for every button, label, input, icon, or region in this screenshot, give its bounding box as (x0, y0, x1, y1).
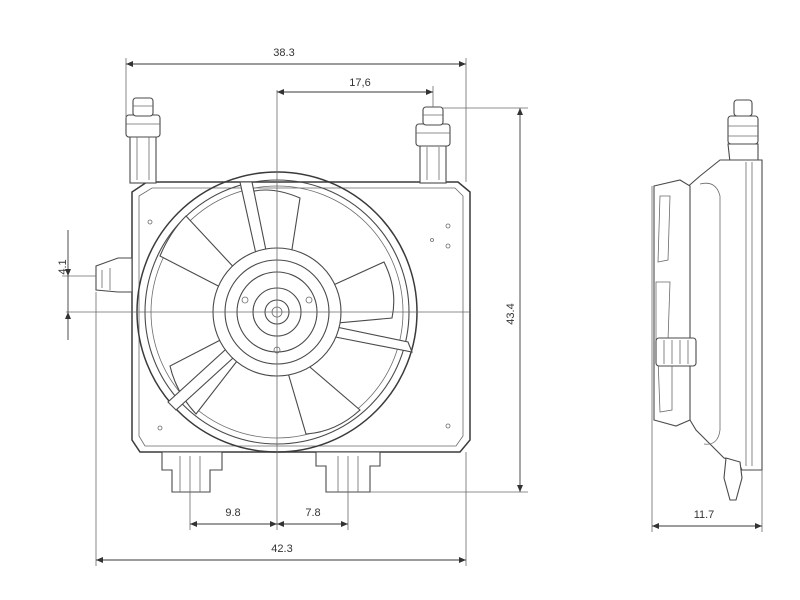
bottom-right-connector (315, 451, 381, 493)
dim-label-9-8: 9.8 (225, 507, 240, 519)
dim-label-42-3: 42.3 (271, 543, 292, 555)
dim-label-7-8: 7.8 (305, 507, 320, 519)
dim-label-43-4: 43.4 (505, 303, 517, 324)
dimension-offset-top: 17,6 (277, 77, 434, 107)
bottom-left-connector (161, 451, 223, 493)
dim-label-17-6: 17,6 (349, 77, 370, 89)
top-left-mount (125, 97, 161, 184)
side-view: 11.7 (651, 99, 763, 532)
side-shroud (683, 159, 763, 471)
dimension-bottom-right: 7.8 (277, 492, 349, 530)
top-right-mount (415, 106, 451, 184)
dim-label-4-1: 4.1 (57, 259, 69, 274)
dim-label-38-3: 38.3 (273, 47, 294, 59)
dim-label-11-7: 11.7 (694, 509, 715, 521)
dimension-left-offset: 4.1 (57, 230, 96, 340)
dimension-overall-height: 43.4 (370, 107, 528, 493)
dimension-overall-width-top: 38.3 (125, 47, 467, 182)
dimension-overall-width-bottom: 42.3 (95, 292, 467, 566)
dimension-bottom-left: 9.8 (189, 492, 277, 530)
front-view (66, 90, 471, 530)
side-connector (95, 257, 133, 293)
